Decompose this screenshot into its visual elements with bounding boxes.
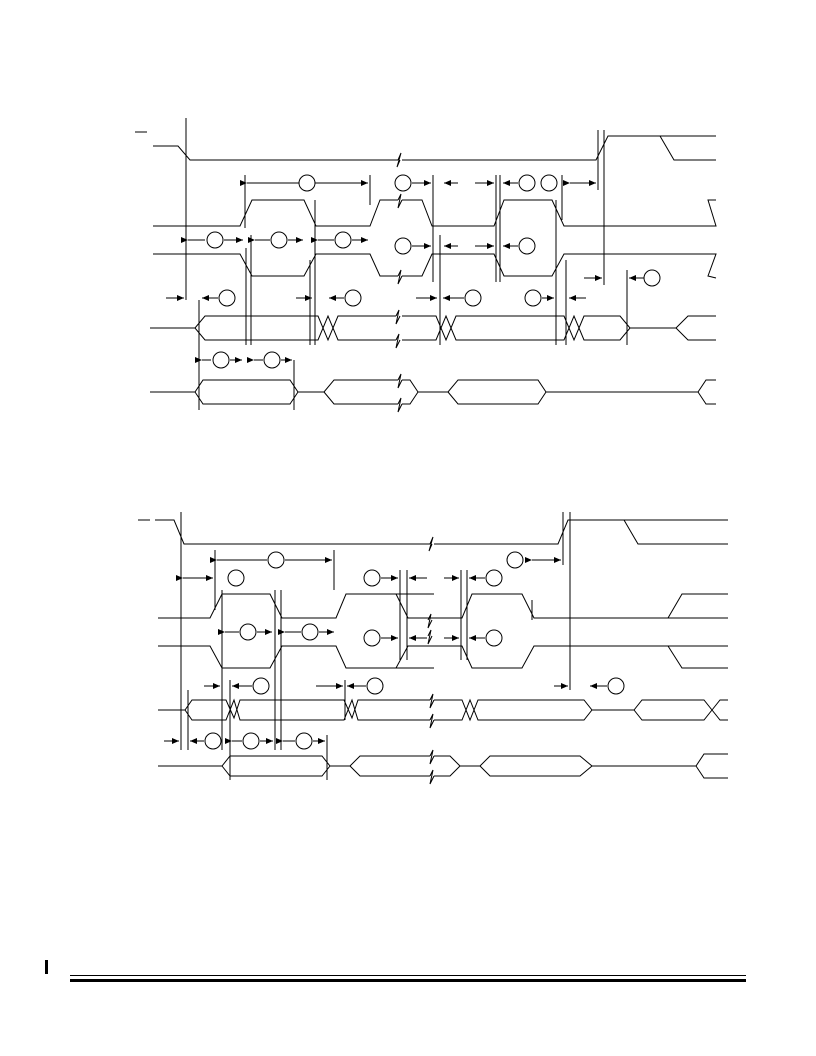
signal-line-2 [158, 593, 728, 669]
timing-label-circle [643, 269, 661, 287]
footer-rule-thin [70, 975, 746, 976]
signal-bus-1 [150, 309, 716, 349]
timing-label-circle [301, 623, 319, 641]
timing-label-circle [524, 289, 542, 307]
timing-label-circle [270, 231, 288, 249]
timing-label-circle [252, 677, 270, 695]
signal-line-2 [153, 193, 717, 285]
timing-label-circle [607, 677, 625, 695]
timing-label-circle [206, 231, 224, 249]
timing-label-circle [518, 174, 536, 192]
timing-diagram-lower [138, 512, 728, 785]
page-bar-mark [45, 960, 48, 974]
timing-diagram-upper [135, 118, 717, 413]
timing-label-circle [506, 551, 524, 569]
timing-label-circle [212, 351, 230, 369]
timing-annotations [166, 174, 661, 369]
signal-line-1 [155, 519, 728, 552]
signal-bus-2 [150, 373, 716, 413]
timing-label-circle [227, 569, 245, 587]
timing-label-circle [394, 174, 412, 192]
timing-label-circle [363, 569, 381, 587]
signal-bus-1 [158, 693, 728, 729]
timing-label-circle [298, 174, 316, 192]
timing-label-circle [540, 174, 558, 192]
timing-label-circle [242, 732, 260, 750]
footer-rule-thick [70, 979, 746, 982]
signal-line-1 [153, 135, 716, 168]
timing-label-circle [295, 732, 313, 750]
timing-label-circle [485, 569, 503, 587]
timing-label-circle [464, 289, 482, 307]
timing-label-circle [267, 551, 285, 569]
timing-label-circle [394, 237, 412, 255]
timing-label-circle [366, 677, 384, 695]
timing-annotations [164, 551, 625, 750]
timing-label-circle [334, 231, 352, 249]
signal-bus-2 [158, 749, 728, 785]
timing-label-circle [239, 623, 257, 641]
timing-label-circle [263, 351, 281, 369]
timing-label-circle [218, 289, 236, 307]
timing-label-circle [485, 629, 503, 647]
timing-label-circle [518, 237, 536, 255]
timing-label-circle [363, 629, 381, 647]
timing-label-circle [204, 732, 222, 750]
timing-label-circle [344, 289, 362, 307]
